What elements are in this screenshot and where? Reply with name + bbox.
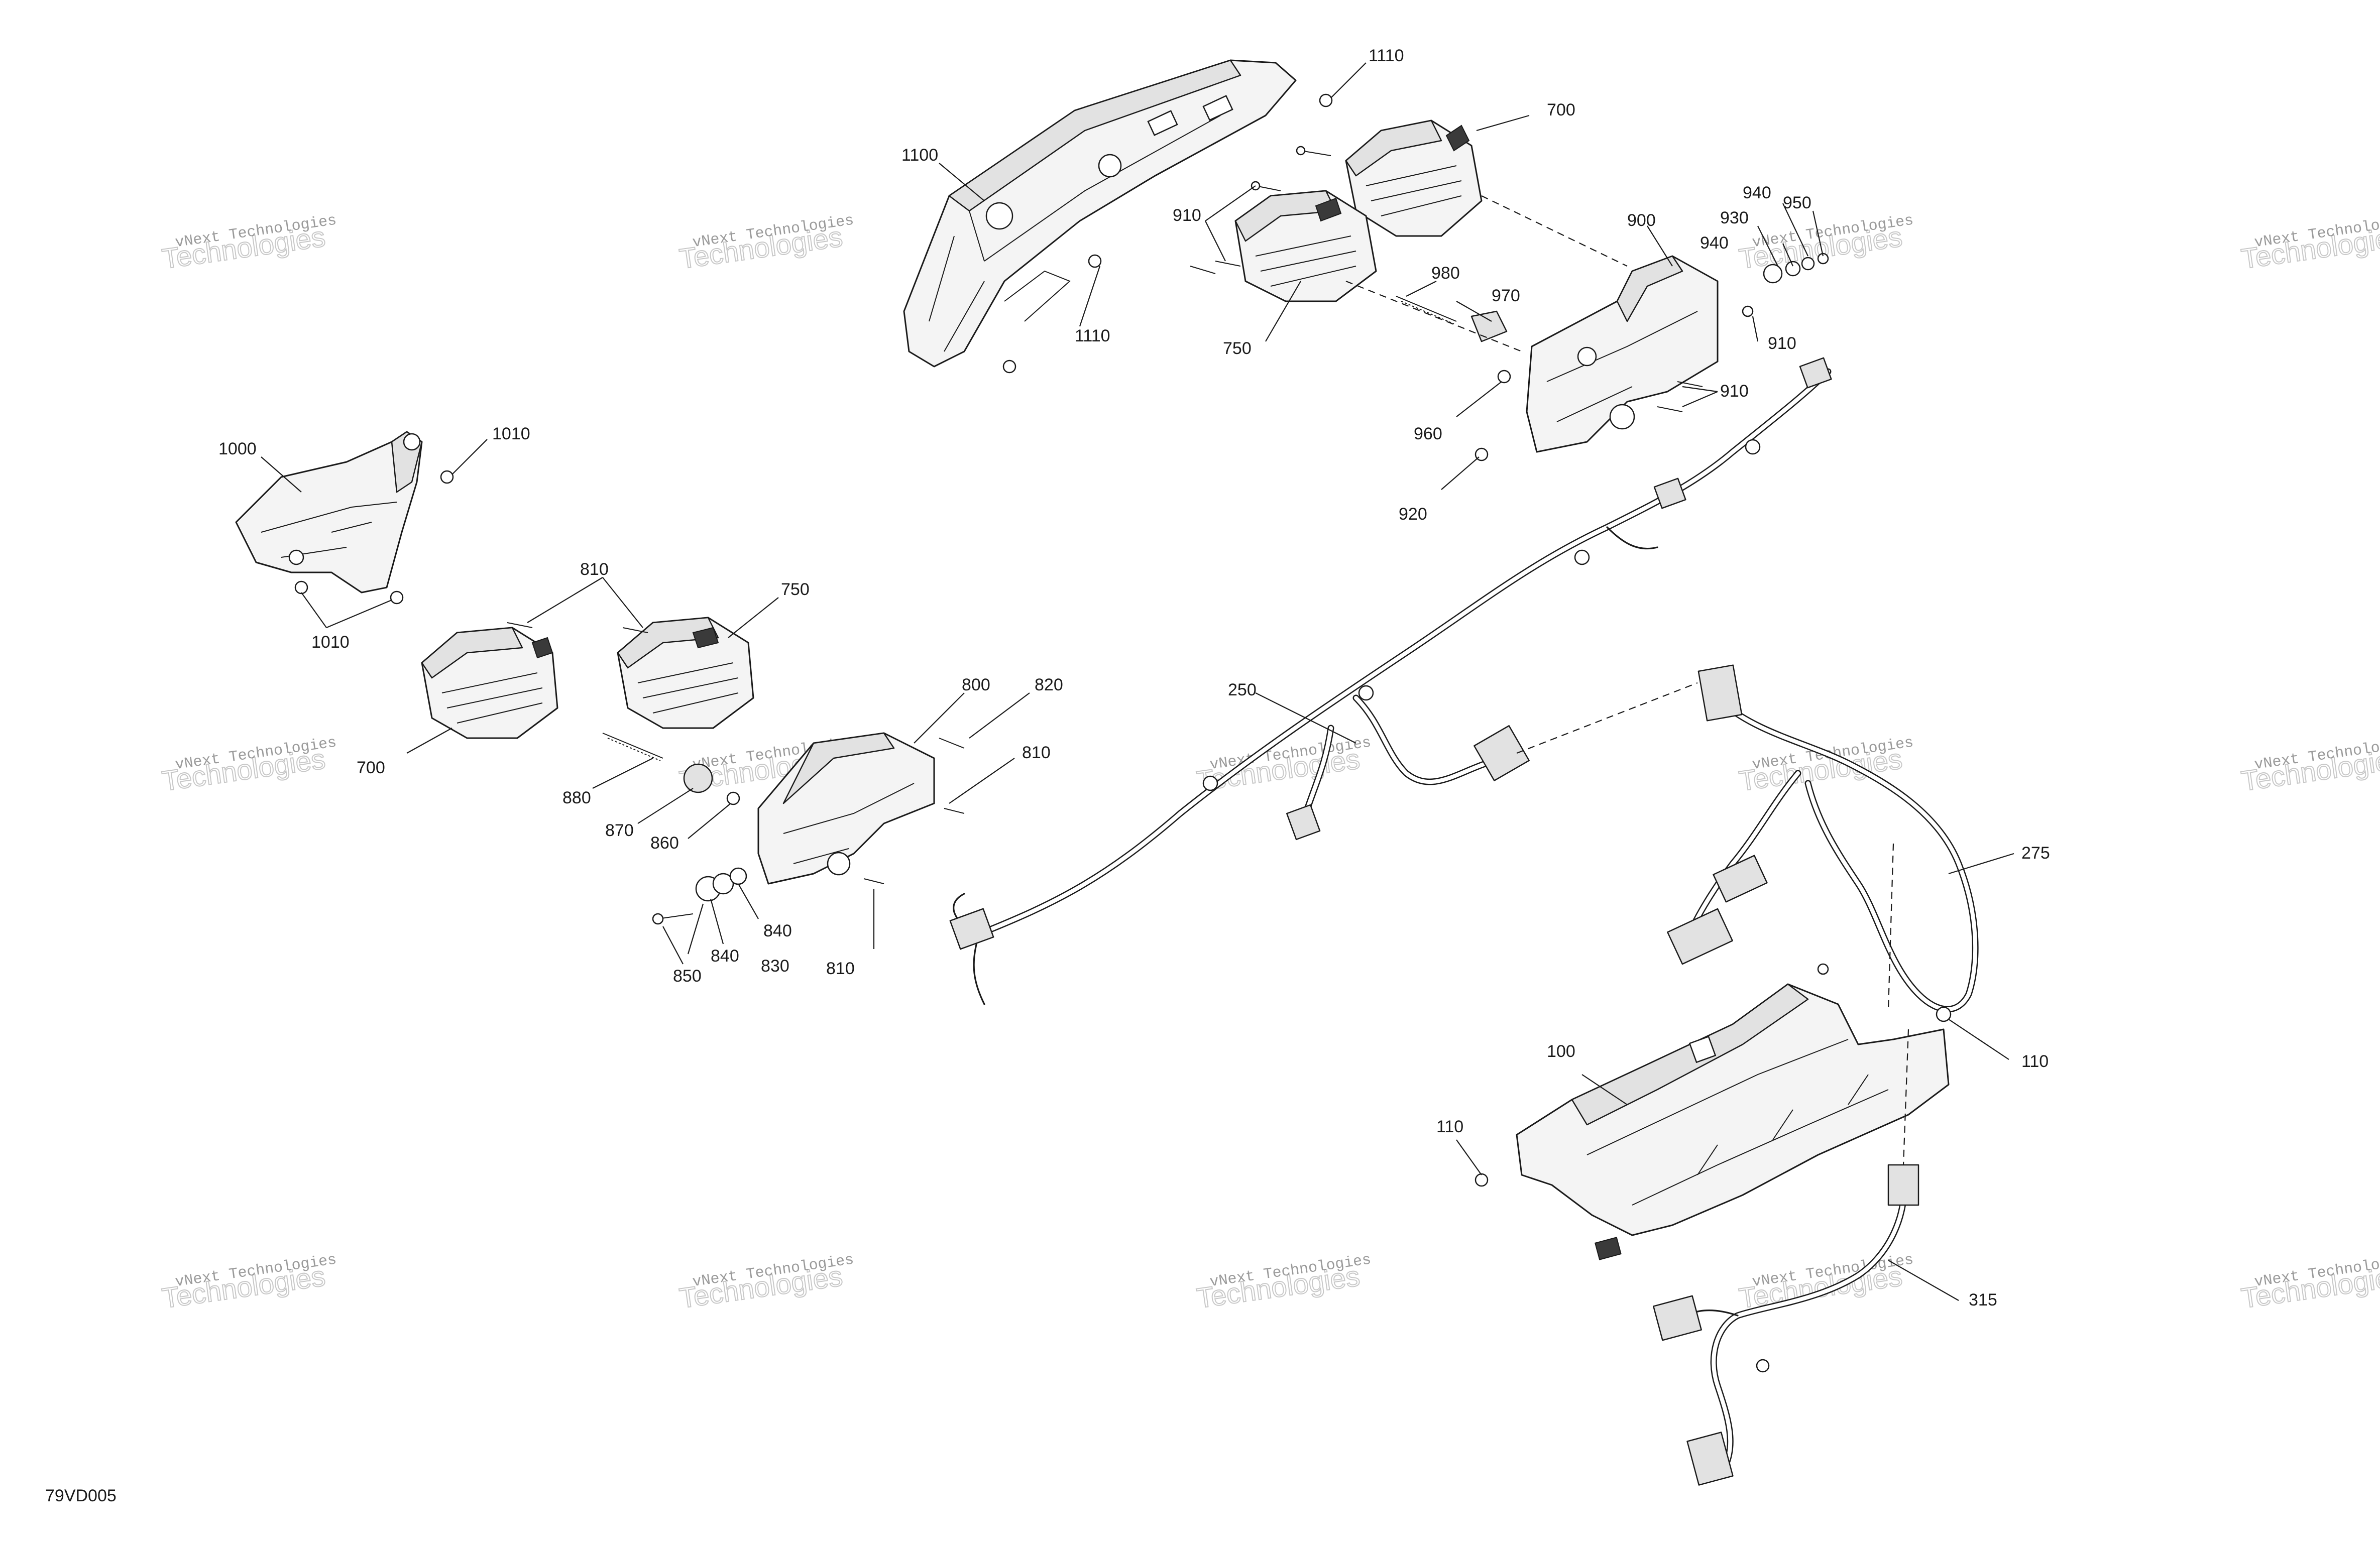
diagram-reference-code: 79VD005 xyxy=(45,1486,117,1505)
part-1000-mount xyxy=(235,431,423,594)
watermark-tile: Technologies vNext Technologies xyxy=(2239,1252,2380,1315)
part-100-tray xyxy=(1516,983,1950,1260)
connector xyxy=(1887,1164,1919,1206)
connector xyxy=(1799,357,1832,389)
callout-840-right: 840 xyxy=(763,921,792,940)
watermark-tile: Technologies vNext Technologies xyxy=(160,212,338,276)
watermark-tile: Technologies vNext Technologies xyxy=(1194,735,1373,798)
part-1100-housing xyxy=(903,59,1297,368)
callout-850: 850 xyxy=(673,967,702,986)
callout-940-upper: 940 xyxy=(1743,183,1771,202)
callout-860: 860 xyxy=(650,834,679,853)
callout-100: 100 xyxy=(1547,1042,1575,1061)
watermark-tile: Technologies vNext Technologies xyxy=(1194,1252,1373,1315)
callout-810-bottom: 810 xyxy=(826,959,855,978)
callout-1010-top: 1010 xyxy=(492,424,530,443)
connector xyxy=(1686,1432,1734,1486)
watermark-tile: Technologies vNext Technologies xyxy=(1737,212,1915,276)
callout-870: 870 xyxy=(605,821,634,840)
harness-275 xyxy=(1667,664,1979,1013)
callout-820: 820 xyxy=(1035,675,1063,694)
callout-880: 880 xyxy=(562,788,591,807)
callout-750-top: 750 xyxy=(1223,339,1252,358)
connector xyxy=(1474,725,1530,781)
callout-750-left: 750 xyxy=(781,580,810,599)
callout-910-top-left: 910 xyxy=(1173,206,1201,225)
callout-920: 920 xyxy=(1399,505,1427,524)
callout-930: 930 xyxy=(1720,208,1749,227)
part-700-relay-left xyxy=(421,627,558,739)
callout-1010-bottom: 1010 xyxy=(311,633,350,652)
connector xyxy=(1713,855,1768,903)
callout-830: 830 xyxy=(761,957,789,976)
callout-810-right: 810 xyxy=(1022,743,1051,762)
watermark-tile: Technologies vNext Technologies xyxy=(160,1252,338,1315)
callout-110-left: 110 xyxy=(1436,1117,1463,1136)
connector xyxy=(1653,478,1686,509)
callout-910-right-upper: 910 xyxy=(1768,334,1796,353)
callout-110-right: 110 xyxy=(2021,1052,2049,1071)
callout-leaders xyxy=(261,62,2014,1301)
callout-labels: 1110 1110 1100 700 910 900 940 950 930 9… xyxy=(218,46,2050,1310)
callout-980: 980 xyxy=(1431,264,1460,283)
connector xyxy=(949,908,994,950)
callout-1110-bottom: 1110 xyxy=(1075,326,1110,345)
callout-800: 800 xyxy=(962,675,990,694)
connector xyxy=(1697,664,1743,722)
callout-810-top: 810 xyxy=(580,560,609,579)
part-750-relay-top xyxy=(1234,190,1377,302)
alignment-lines xyxy=(1345,195,1909,1165)
hardware xyxy=(294,93,1952,1187)
part-800-bracket xyxy=(757,732,935,885)
callout-250: 250 xyxy=(1228,680,1257,699)
callout-700-top: 700 xyxy=(1547,100,1575,120)
callout-840-left: 840 xyxy=(711,946,739,966)
callout-1100: 1100 xyxy=(901,146,938,165)
part-900-bracket xyxy=(1526,255,1719,453)
watermark-tile: Technologies vNext Technologies xyxy=(2239,735,2380,798)
connector xyxy=(1667,908,1733,965)
callout-910-right-lower: 910 xyxy=(1720,382,1749,401)
watermark-tile: Technologies vNext Technologies xyxy=(160,735,338,798)
part-750-relay-left xyxy=(617,617,754,729)
harness-315 xyxy=(1653,1164,1919,1486)
callout-315: 315 xyxy=(1969,1290,1997,1310)
watermark-tile: Technologies vNext Technologies xyxy=(677,1252,855,1315)
part-700-relay-top xyxy=(1345,120,1483,237)
watermark-tile: Technologies vNext Technologies xyxy=(2239,212,2380,276)
callout-275: 275 xyxy=(2021,844,2050,863)
callout-970: 970 xyxy=(1492,286,1520,305)
callout-940-lower: 940 xyxy=(1700,233,1729,253)
connector xyxy=(1653,1295,1702,1341)
callout-700-left: 700 xyxy=(357,758,385,777)
harness-250 xyxy=(949,357,1832,1005)
watermarks: Technologies vNext Technologies Technolo… xyxy=(160,212,2380,1315)
callout-900: 900 xyxy=(1627,211,1656,230)
callout-950: 950 xyxy=(1783,193,1811,212)
callout-960: 960 xyxy=(1414,424,1442,443)
callout-1000: 1000 xyxy=(218,439,257,458)
connector xyxy=(1286,804,1321,841)
watermark-tile: Technologies vNext Technologies xyxy=(677,212,855,276)
callout-1110-top: 1110 xyxy=(1369,46,1404,65)
